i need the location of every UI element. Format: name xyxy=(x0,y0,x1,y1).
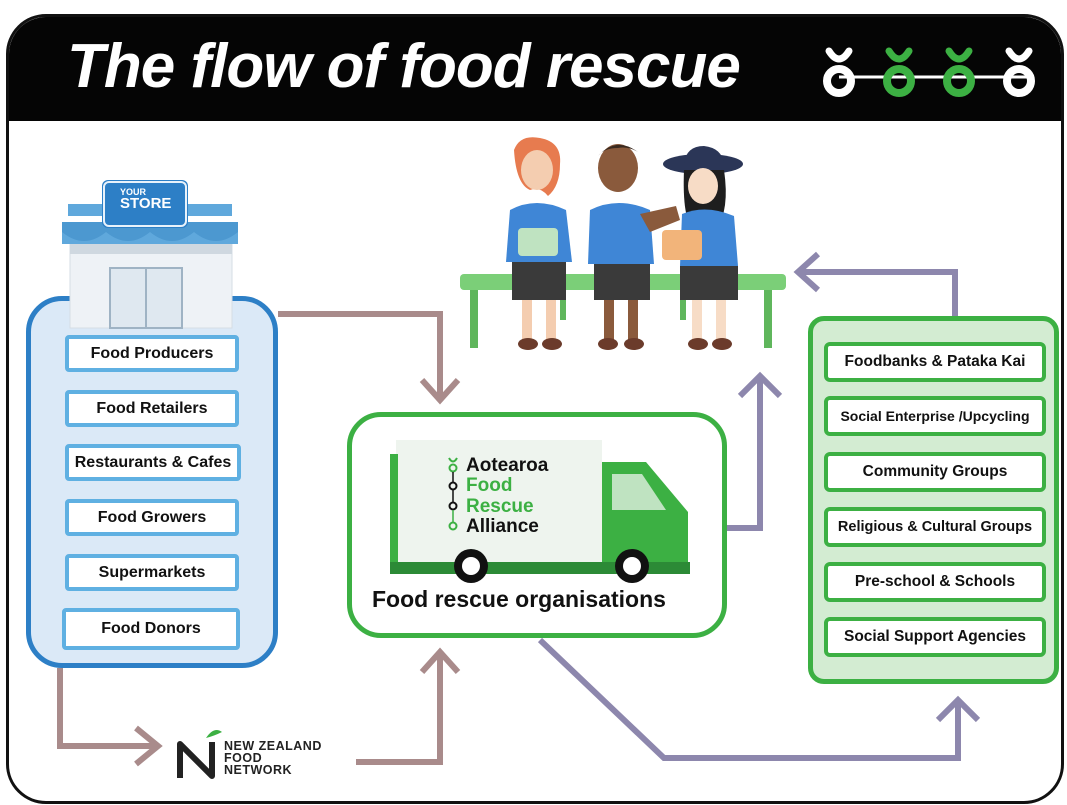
arrow-network-to-orgs xyxy=(356,652,443,765)
arrow-recipients-to-people xyxy=(798,269,958,316)
recipient-item: Community Groups xyxy=(824,452,1046,492)
arrow-orgs-to-recipients xyxy=(537,637,961,761)
nzfn-line2: FOOD xyxy=(224,751,263,765)
page-title: The flow of food rescue xyxy=(67,32,741,101)
donor-item: Food Retailers xyxy=(65,390,239,427)
store-sign: YOUR STORE xyxy=(120,186,172,212)
org-label: Food rescue organisations xyxy=(372,586,666,612)
alliance-word: Aotearoa xyxy=(466,455,549,476)
alliance-word: Food xyxy=(466,475,513,496)
arrow-donors-to-network xyxy=(57,668,156,749)
donor-item: Supermarkets xyxy=(65,554,239,591)
nzfn-line1: NEW ZEALAND xyxy=(224,739,322,753)
store-sign-line1: YOUR xyxy=(120,187,147,197)
recipient-item: Social Enterprise /Upcycling xyxy=(824,396,1046,436)
arrow-donors-to-orgs xyxy=(278,311,443,398)
donor-item: Food Donors xyxy=(62,608,240,650)
recipient-item: Pre-school & Schools xyxy=(824,562,1046,602)
alliance-logo-icon xyxy=(823,47,1035,97)
donor-item: Restaurants & Cafes xyxy=(65,444,241,481)
alliance-word: Alliance xyxy=(466,516,539,537)
title-bar: The flow of food rescue xyxy=(9,17,1061,121)
recipient-item: Foodbanks & Pataka Kai xyxy=(824,342,1046,382)
nzfn-text: NEW ZEALAND FOOD NETWORK xyxy=(224,739,322,777)
nzfn-line3: NETWORK xyxy=(224,763,293,777)
recipient-item: Social Support Agencies xyxy=(824,617,1046,657)
recipient-item: Religious & Cultural Groups xyxy=(824,507,1046,547)
store-sign-line2: STORE xyxy=(120,195,172,212)
donor-item: Food Producers xyxy=(65,335,239,372)
alliance-word: Rescue xyxy=(466,496,534,517)
donor-item: Food Growers xyxy=(65,499,239,536)
arrow-orgs-to-people xyxy=(727,376,763,531)
